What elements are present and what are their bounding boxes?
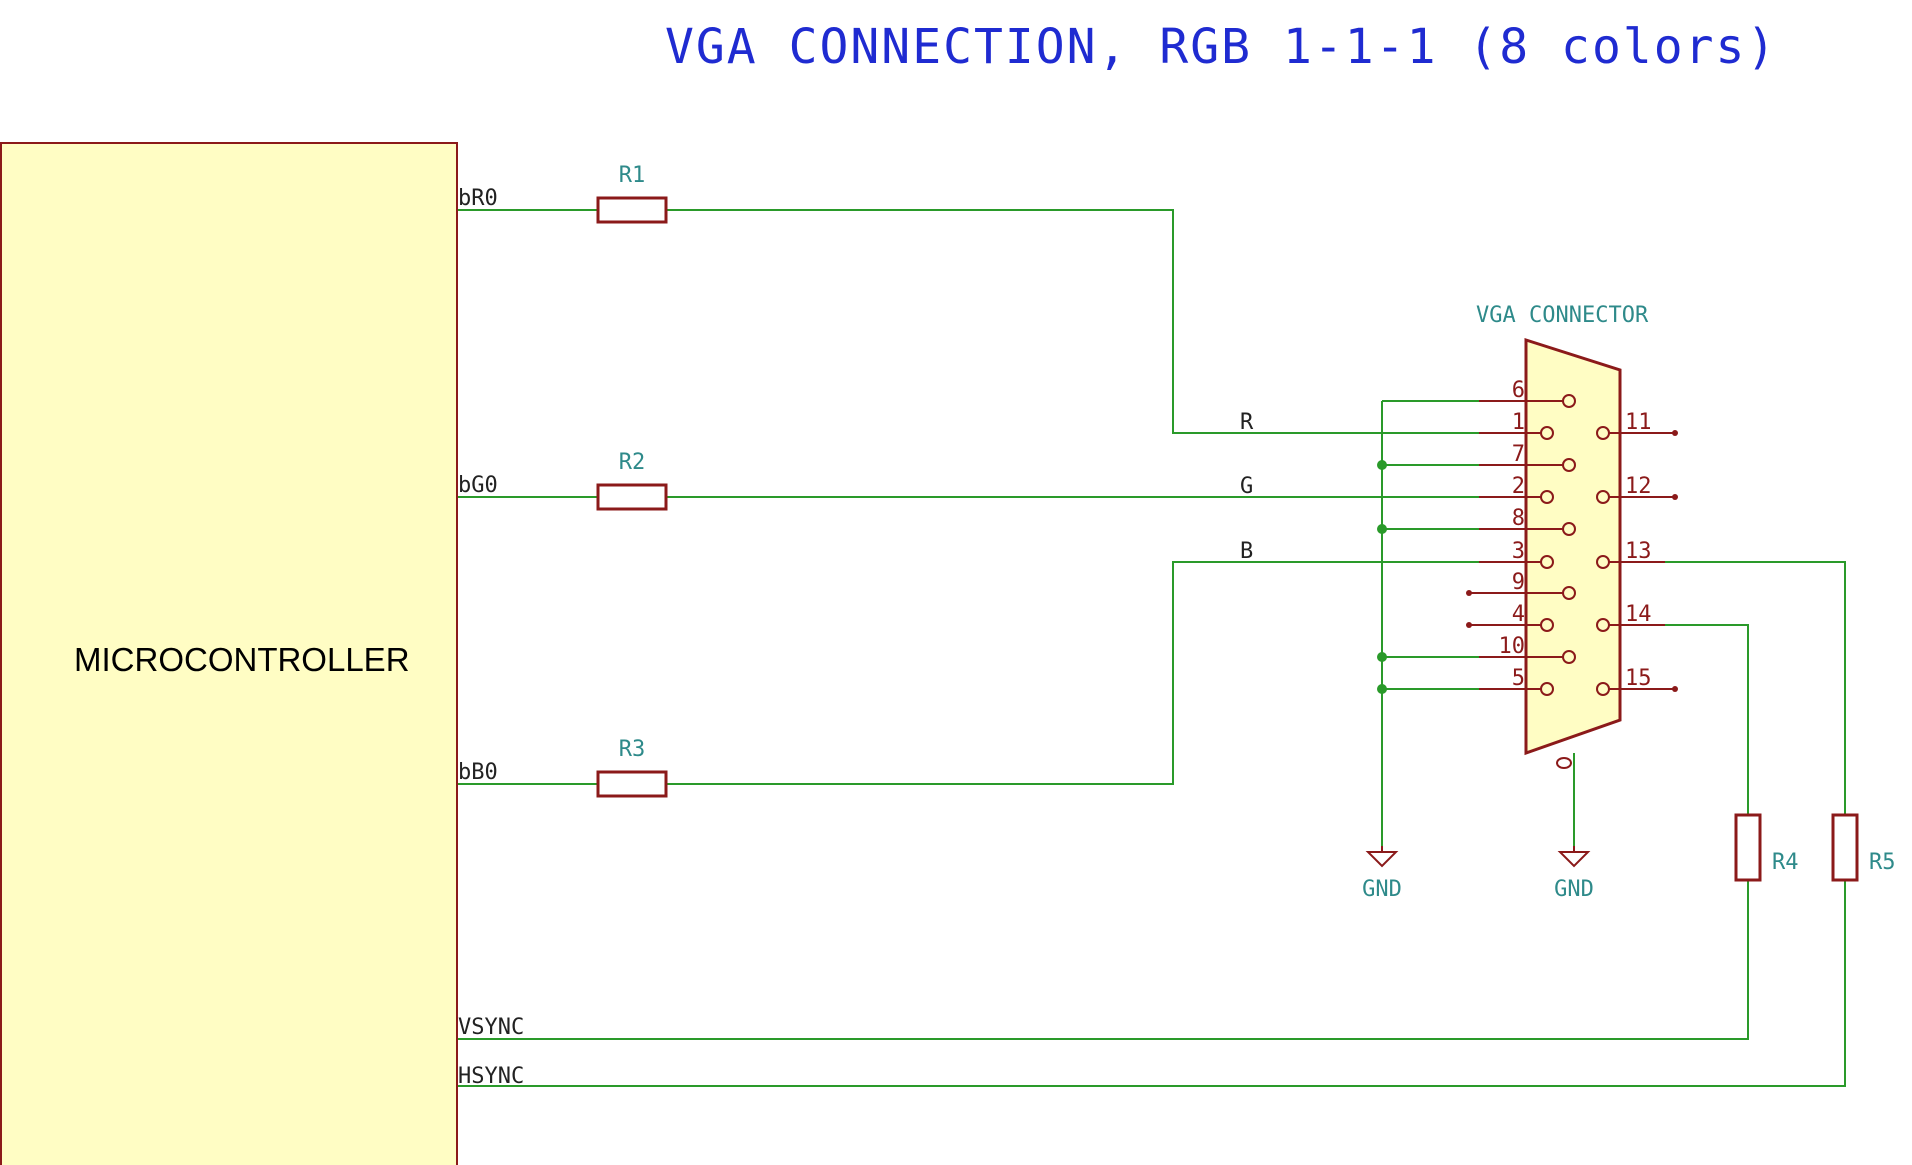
- pin-number-2: 2: [1512, 474, 1525, 499]
- net-label-r: R: [1240, 410, 1254, 435]
- pin-label-vsync: VSYNC: [458, 1015, 524, 1040]
- pin-number-13: 13: [1625, 539, 1652, 564]
- wire-ground-bus: [1381, 400, 1479, 846]
- vga-pin-circles: [1540, 394, 1610, 696]
- vga-pin-numbers: 6 1 7 2 8 3 9 4 10 5 11 12 13 14 15: [1499, 378, 1652, 691]
- diagram-title: VGA CONNECTION, RGB 1-1-1 (8 colors): [665, 19, 1777, 75]
- net-label-g: G: [1240, 474, 1253, 499]
- pin-number-5: 5: [1512, 666, 1525, 691]
- pin-number-1: 1: [1512, 410, 1525, 435]
- pin-number-8: 8: [1512, 506, 1525, 531]
- pin-number-10: 10: [1499, 634, 1526, 659]
- ground-symbol-left: [1365, 846, 1399, 868]
- pin-number-6: 6: [1512, 378, 1525, 403]
- ground-label-left: GND: [1362, 877, 1402, 902]
- vga-connector-body: [1524, 337, 1622, 756]
- pin-number-15: 15: [1625, 666, 1652, 691]
- pin-number-12: 12: [1625, 474, 1652, 499]
- pin-number-11: 11: [1625, 410, 1652, 435]
- pin-number-3: 3: [1512, 539, 1525, 564]
- pin-number-9: 9: [1512, 570, 1525, 595]
- pin-number-4: 4: [1512, 602, 1525, 627]
- junction-dot: [1377, 524, 1387, 534]
- vga-connector-label: VGA CONNECTOR: [1476, 303, 1649, 328]
- resistor-r4-label: R4: [1772, 850, 1799, 875]
- junctions: [1377, 460, 1387, 694]
- wires: [458, 209, 1846, 1087]
- pin-label-bB0: bB0: [458, 760, 498, 785]
- vga-connector-shield-pin: [1556, 757, 1572, 769]
- resistor-r3-label: R3: [619, 737, 646, 762]
- ground-label-right: GND: [1554, 877, 1594, 902]
- ground-symbol-right: [1557, 846, 1591, 868]
- junction-dot: [1377, 652, 1387, 662]
- wire-red: [458, 209, 1479, 434]
- microcontroller-label: MICROCONTROLLER: [74, 641, 410, 678]
- wire-blue: [458, 561, 1479, 785]
- pin-label-hsync: HSYNC: [458, 1064, 524, 1089]
- unconnected-pin-markers: [1466, 430, 1678, 692]
- pin-label-bG0: bG0: [458, 473, 498, 498]
- junction-dot: [1377, 460, 1387, 470]
- resistor-r1-label: R1: [619, 163, 646, 188]
- microcontroller-body: [0, 142, 458, 1165]
- resistor-r4: [1734, 813, 1762, 882]
- resistor-r3: [596, 770, 668, 798]
- wire-vsync: [458, 624, 1749, 1040]
- resistor-r2: [596, 483, 668, 511]
- wire-hsync: [458, 561, 1846, 1087]
- net-label-b: B: [1240, 539, 1253, 564]
- pin-label-bR0: bR0: [458, 186, 498, 211]
- vga-pin-leads: [1479, 400, 1665, 690]
- resistor-r5: [1831, 813, 1859, 882]
- resistor-r1: [596, 196, 668, 224]
- resistor-r2-label: R2: [619, 450, 646, 475]
- pin-number-14: 14: [1625, 602, 1652, 627]
- resistor-r5-label: R5: [1869, 850, 1896, 875]
- junction-dot: [1377, 684, 1387, 694]
- pin-number-7: 7: [1512, 442, 1525, 467]
